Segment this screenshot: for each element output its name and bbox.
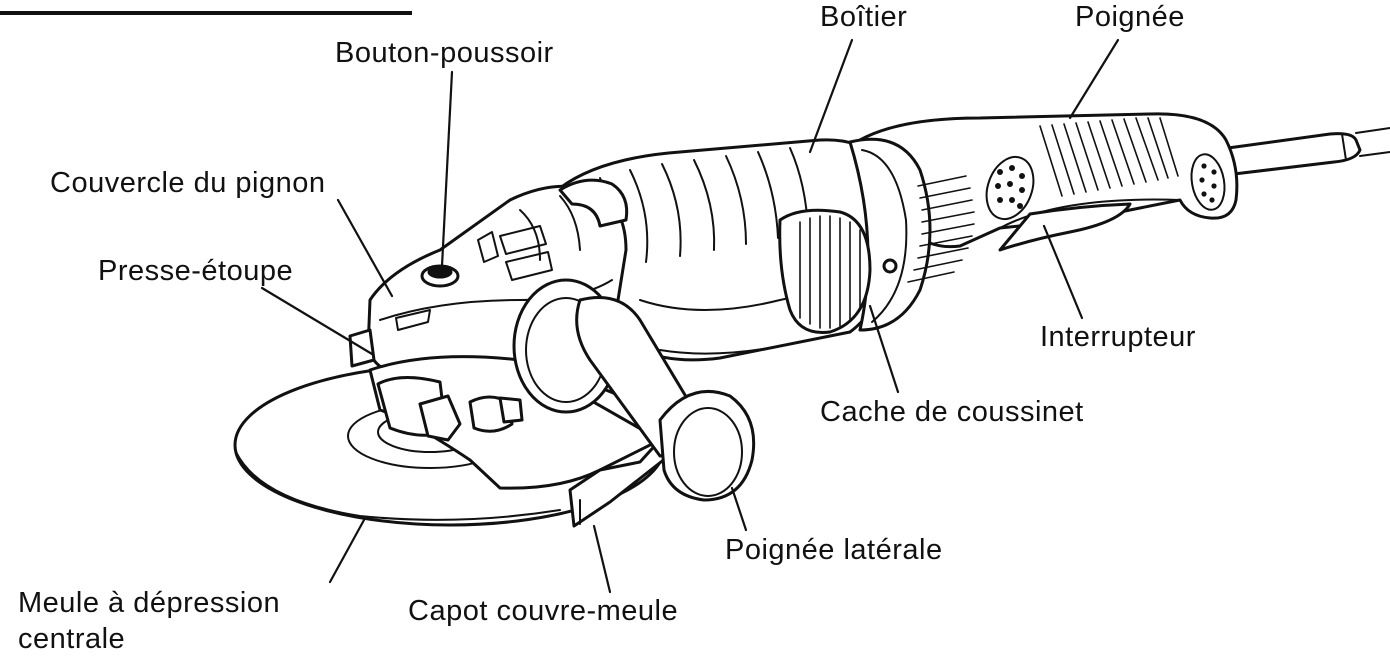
leader-boitier [808,38,854,154]
power-cord [1226,127,1390,176]
leader-poignee [1068,38,1120,120]
label-bouton-poussoir: Bouton-poussoir [335,37,554,69]
label-boitier: Boîtier [820,1,908,33]
leader-meule [328,518,366,584]
label-interrupteur: Interrupteur [1040,321,1196,353]
label-poignee: Poignée [1075,1,1185,33]
leader-cache-coussinet [868,304,900,394]
bearing-cover [778,137,975,335]
trigger-switch [998,202,1132,252]
leader-presse-etoupe [260,286,374,356]
leader-interrupteur [1042,224,1084,320]
label-meule-depression-centrale: Meule à dépression centrale [18,587,281,655]
leader-bouton-poussoir [440,70,454,268]
leader-couvercle-pignon [336,198,394,298]
wheel-flange [348,328,524,442]
side-handle [512,278,756,502]
leader-poignee-laterale [730,486,748,532]
push-button [420,264,460,288]
label-couvercle-pignon: Couvercle du pignon [50,167,326,199]
leader-lines [260,38,1120,594]
label-presse-etoupe: Presse-étoupe [98,255,294,287]
wheel-guard [368,355,668,528]
label-poignee-laterale: Poignée latérale [725,534,943,566]
label-capot-couvre-meule: Capot couvre-meule [408,595,679,627]
label-cache-coussinet: Cache de coussinet [820,396,1084,428]
leader-capot [592,524,612,594]
